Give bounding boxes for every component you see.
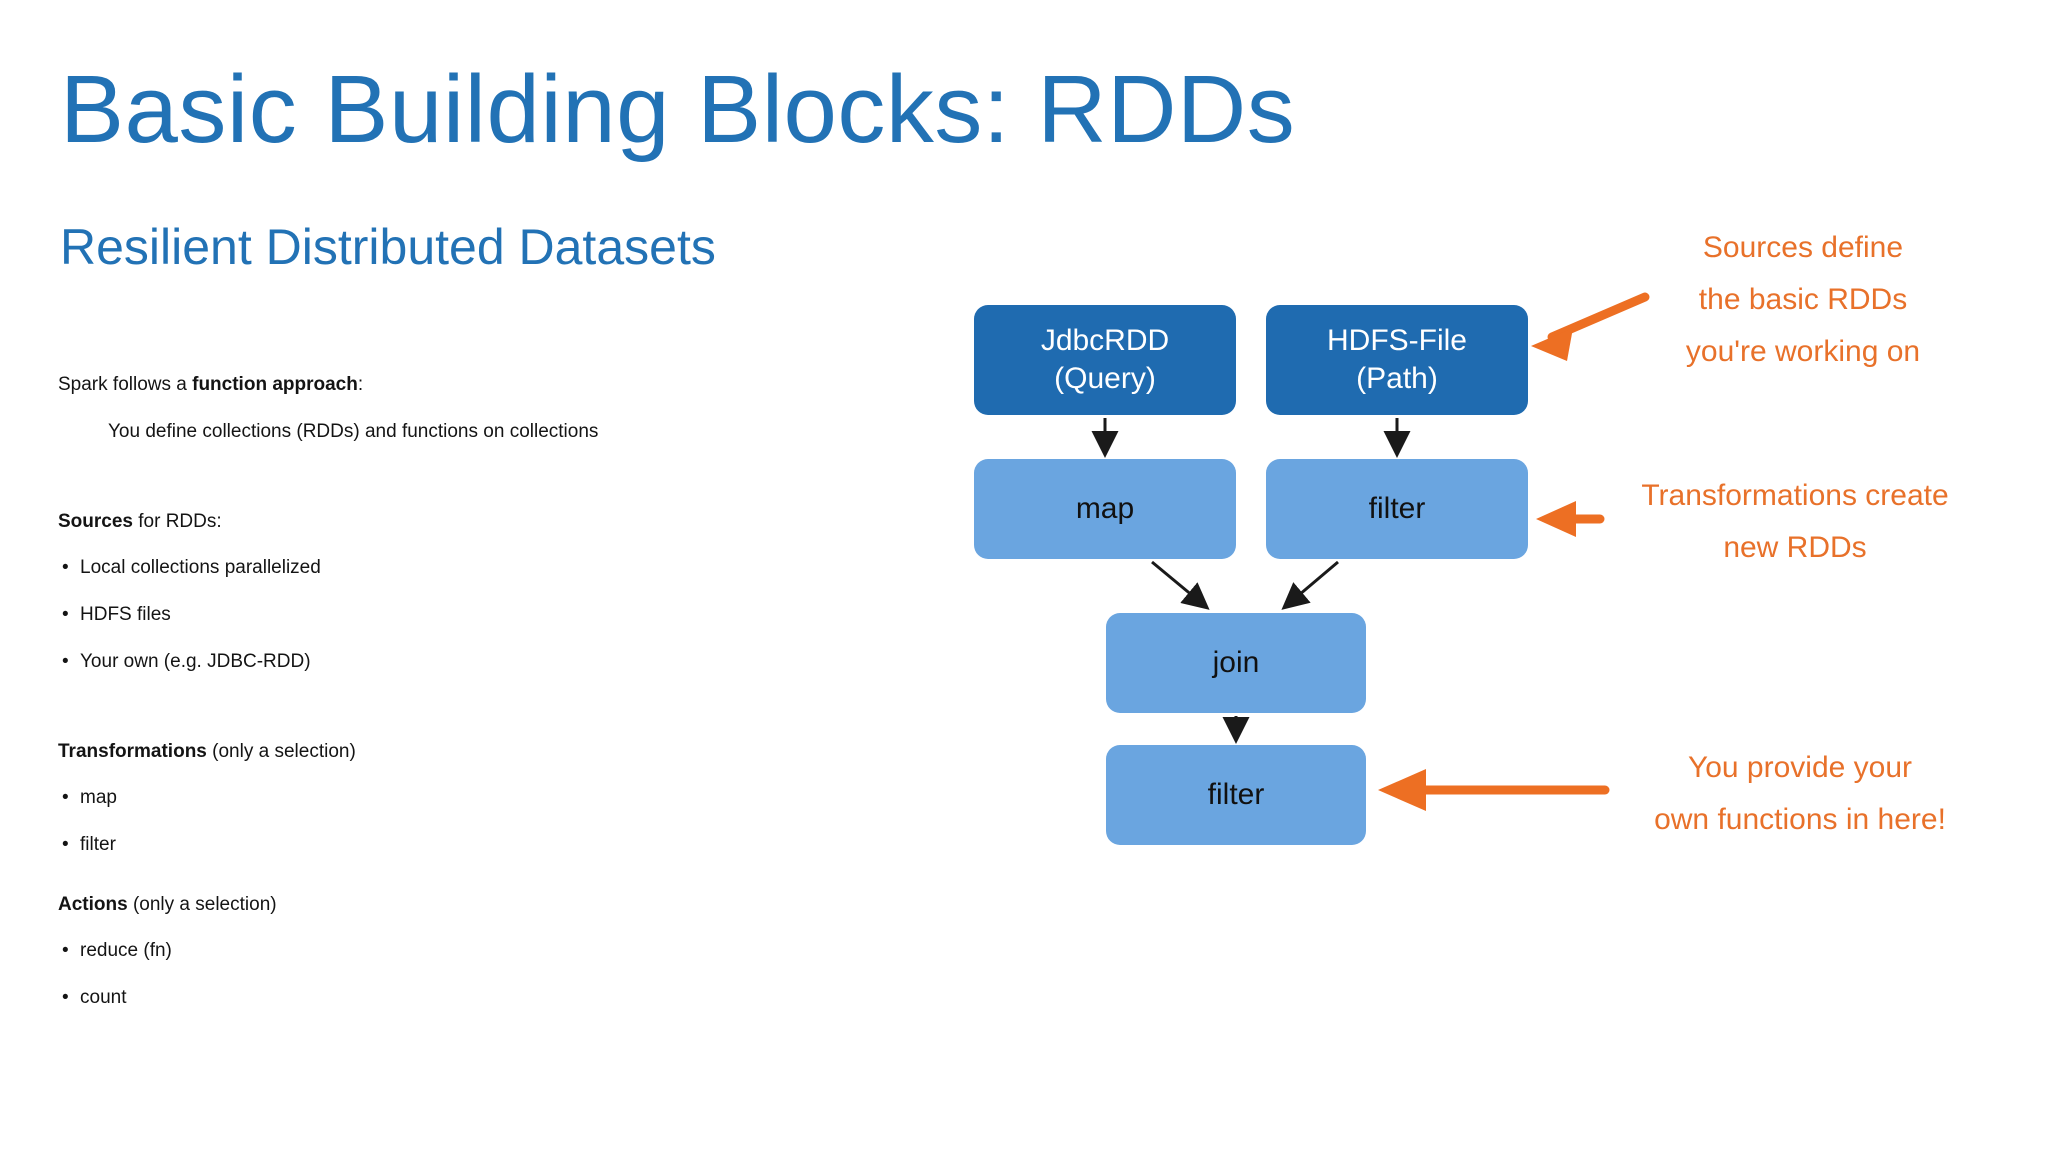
spacer — [58, 445, 858, 509]
node-label-line1: HDFS-File — [1327, 324, 1467, 357]
transformations-heading-bold: Transformations — [58, 741, 207, 762]
diagram-node-filter-top[interactable]: filter — [1266, 459, 1528, 559]
annotation-arrow-sources — [1531, 292, 1650, 361]
sources-heading: Sources for RDDs: — [58, 509, 858, 535]
node-label-line1: JdbcRDD — [1040, 324, 1170, 357]
page-subtitle: Resilient Distributed Datasets — [60, 219, 716, 275]
page-title: Basic Building Blocks: RDDs — [60, 56, 1296, 163]
list-item: Your own (e.g. JDBC-RDD) — [58, 649, 858, 675]
spacer — [58, 535, 858, 555]
annotation-line: the basic RDDs — [1698, 283, 1908, 316]
sources-list: Local collections parallelized HDFS file… — [58, 555, 858, 675]
annotation-line: Transformations create — [1641, 479, 1949, 512]
actions-heading-bold: Actions — [58, 894, 128, 915]
list-item: HDFS files — [58, 602, 858, 628]
annotation-arrow-transformations — [1536, 501, 1605, 537]
list-item: reduce (fn) — [58, 938, 858, 964]
spacer — [58, 765, 858, 785]
transformations-heading: Transformations (only a selection) — [58, 739, 858, 765]
diagram-node-hdfs-file[interactable]: HDFS-File (Path) — [1266, 305, 1528, 415]
sources-heading-bold: Sources — [58, 511, 133, 532]
node-label-line1: filter — [1207, 778, 1265, 811]
annotation-sources-text: Sources define the basic RDDs you're wor… — [1618, 222, 1988, 378]
annotation-arrow-functions — [1378, 769, 1610, 811]
arrow-filter-to-join — [1281, 560, 1339, 610]
intro-paragraph: Spark follows a function approach: — [58, 372, 858, 398]
node-label-line1: map — [1075, 492, 1135, 525]
list-item: count — [58, 985, 858, 1011]
arrow-map-to-join — [1151, 560, 1210, 610]
node-label-line2: (Query) — [1054, 362, 1156, 395]
transformations-list: map filter — [58, 785, 858, 858]
annotation-line: own functions in here! — [1654, 803, 1946, 836]
actions-list: reduce (fn) count — [58, 938, 858, 1011]
node-label-line1: join — [1212, 646, 1260, 679]
diagram-node-jdbcrdd[interactable]: JdbcRDD (Query) — [974, 305, 1236, 415]
sources-heading-rest: for RDDs: — [132, 511, 222, 532]
spacer — [58, 858, 858, 892]
list-item: map — [58, 785, 858, 811]
node-label-line1: filter — [1368, 492, 1426, 525]
annotation-line: you're working on — [1685, 335, 1921, 368]
list-item: filter — [58, 832, 858, 858]
intro-detail: You define collections (RDDs) and functi… — [108, 421, 599, 442]
diagram-node-join[interactable]: join — [1106, 613, 1366, 713]
actions-heading-rest: (only a selection) — [127, 894, 277, 915]
diagram-node-map[interactable]: map — [974, 459, 1236, 559]
intro-bold: function approach — [192, 374, 358, 395]
spacer — [58, 918, 858, 938]
annotation-functions-text: You provide your own functions in here! — [1600, 742, 2000, 846]
annotation-transformations-text: Transformations create new RDDs — [1580, 470, 2010, 574]
list-item: Local collections parallelized — [58, 555, 858, 581]
annotation-line: new RDDs — [1723, 531, 1867, 564]
body-text-column: Spark follows a function approach: You d… — [58, 372, 858, 1011]
intro-prefix: Spark follows a — [58, 374, 193, 395]
actions-heading: Actions (only a selection) — [58, 892, 858, 918]
annotation-line: You provide your — [1687, 751, 1913, 784]
intro-suffix: : — [357, 374, 364, 395]
node-label-line2: (Path) — [1356, 362, 1438, 395]
annotation-line: Sources define — [1702, 231, 1904, 264]
spacer — [58, 675, 858, 739]
diagram-node-filter-bottom[interactable]: filter — [1106, 745, 1366, 845]
transformations-heading-rest: (only a selection) — [206, 741, 356, 762]
